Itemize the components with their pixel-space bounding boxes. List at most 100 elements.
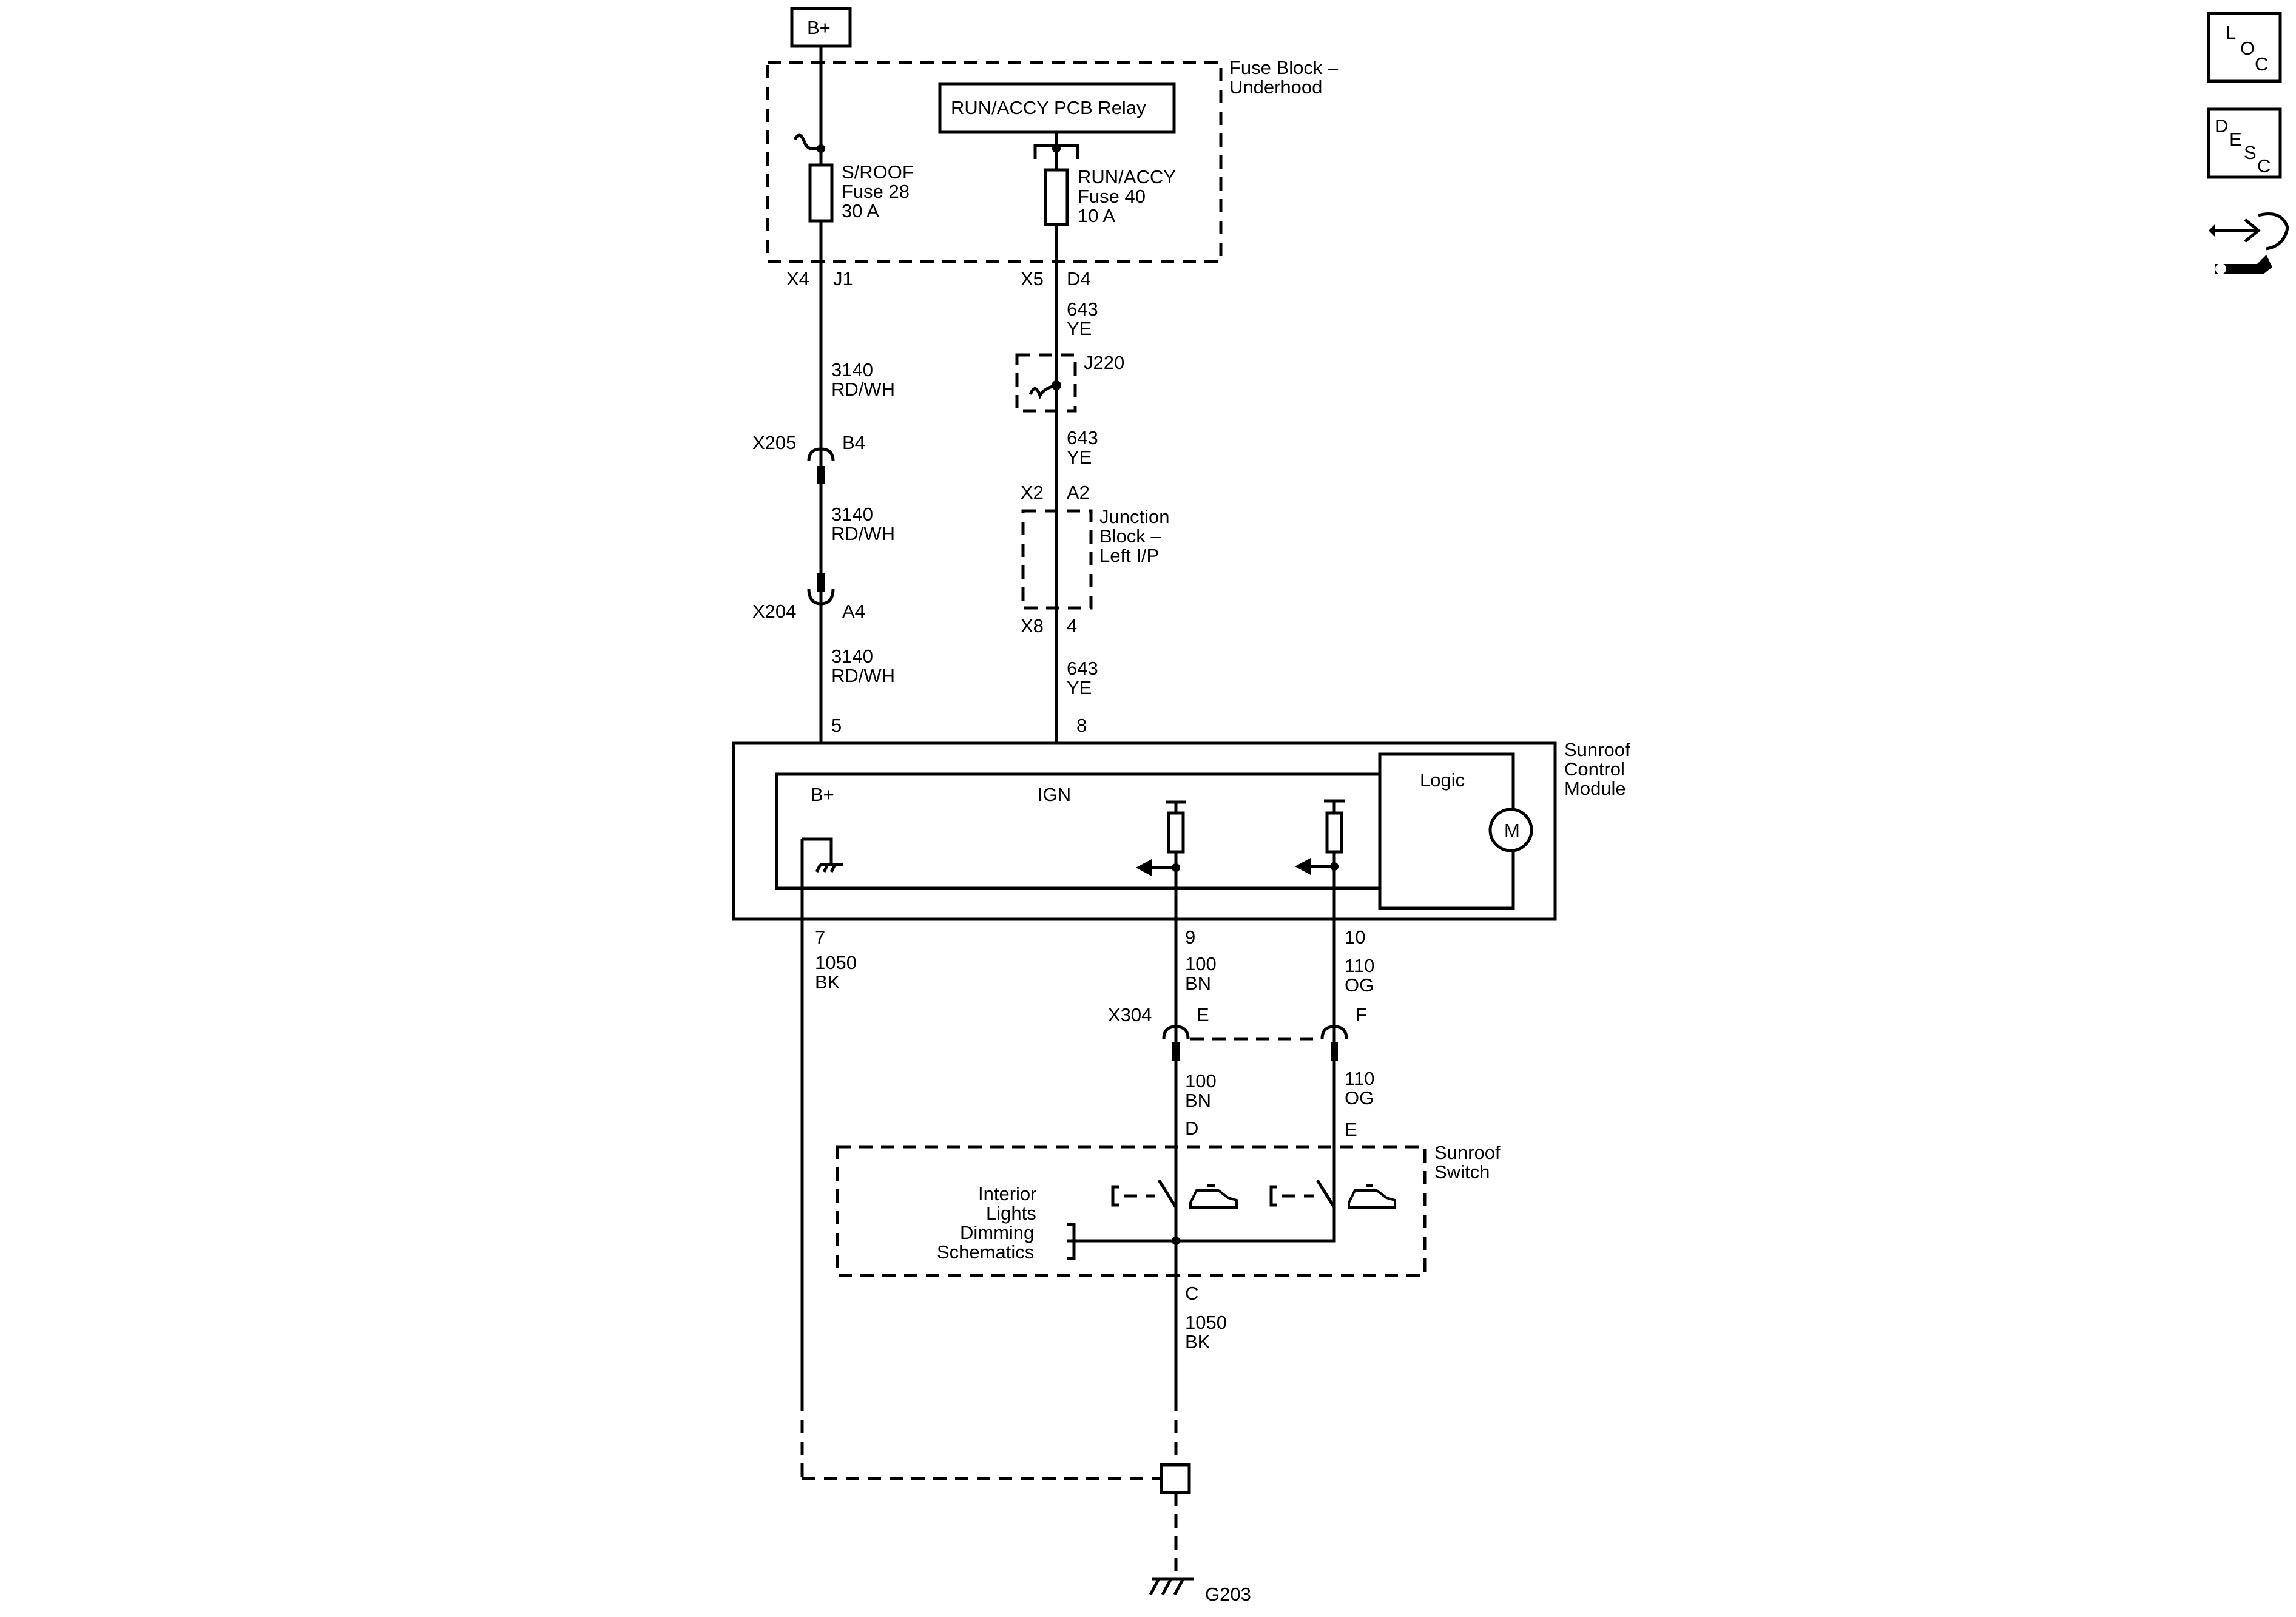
wire-number: 100 [1185, 953, 1217, 974]
wire-color: BK [815, 971, 840, 993]
pin-f: F [1356, 1004, 1367, 1025]
dimming-bracket [1067, 1223, 1076, 1260]
interior-lights-label-2: Lights [986, 1203, 1036, 1224]
fuse-block-label: Fuse Block – [1229, 57, 1339, 78]
connector-x204 [807, 573, 835, 606]
desc-letter-s: S [2244, 142, 2257, 163]
wire-number: 110 [1345, 1068, 1374, 1089]
connector-x304-label: X304 [1108, 1004, 1152, 1025]
wire-color: OG [1345, 974, 1374, 996]
runaccy-fuse-number: Fuse 40 [1078, 186, 1146, 207]
connector-x205 [807, 447, 835, 484]
ground-g203-label: G203 [1205, 1584, 1251, 1605]
switch-contact-close [1269, 1179, 1396, 1209]
fuse-block-label-2: Underhood [1229, 76, 1322, 98]
wire-number: 1050 [1185, 1312, 1227, 1333]
switch-common-bus [1067, 1207, 1336, 1243]
junction-block-label-3: Left I/P [1099, 545, 1159, 566]
pin-8: 8 [1076, 715, 1087, 736]
pin-4: 4 [1067, 615, 1077, 636]
pin-b4: B4 [842, 432, 865, 453]
pin-j1: J1 [833, 268, 853, 289]
loc-letter-o: O [2240, 38, 2255, 59]
wire-number: 3140 [831, 504, 873, 525]
pin-c: C [1185, 1283, 1198, 1304]
wire-color: YE [1067, 318, 1092, 339]
wire-color: BK [1185, 1331, 1210, 1352]
pin-9: 9 [1185, 927, 1195, 948]
sroof-fuse [808, 163, 834, 223]
sunroof-switch-label-2: Switch [1434, 1161, 1490, 1183]
module-label-2: Control [1564, 758, 1625, 780]
sunroof-switch-outline [836, 1145, 1427, 1277]
wire-color: OG [1345, 1087, 1374, 1109]
battery-supply: B+ [790, 7, 852, 48]
pin-10: 10 [1345, 927, 1365, 948]
pin-a4: A4 [842, 601, 865, 622]
fuse-block-outline [766, 61, 1223, 263]
connector-x304 [1162, 1025, 1348, 1061]
pin10-pullup [1295, 799, 1345, 875]
runaccy-fuse-rating: 10 A [1078, 205, 1115, 226]
pin9-pullup [1136, 800, 1186, 876]
wire-color: BN [1185, 973, 1211, 994]
splice-j220 [1015, 353, 1077, 413]
wire-number: 1050 [815, 952, 857, 973]
connector-x4: X4 [786, 268, 809, 289]
wire-number: 3140 [831, 646, 873, 667]
connector-repair-icon[interactable] [2209, 212, 2289, 275]
desc-letter-c: C [2257, 155, 2271, 177]
run-accy-relay: RUN/ACCY PCB Relay [938, 82, 1176, 134]
interior-lights-label: Interior [978, 1183, 1036, 1204]
module-internal-ground [802, 837, 843, 873]
junction-block-label: Junction [1099, 506, 1169, 527]
module-ign-label: IGN [1038, 784, 1071, 805]
switch-contact-open [1111, 1179, 1238, 1209]
sroof-fuse-rating: 30 A [842, 200, 879, 221]
wire-number: 643 [1067, 299, 1098, 320]
pin-5: 5 [831, 715, 842, 736]
wire-number: 643 [1067, 427, 1098, 448]
wire-number: 100 [1185, 1070, 1217, 1092]
relay-label: RUN/ACCY PCB Relay [951, 97, 1146, 118]
loc-letter-c: C [2255, 53, 2268, 75]
desc-letter-e: E [2229, 129, 2242, 150]
logic-label: Logic [1420, 769, 1465, 791]
wire-color: YE [1067, 677, 1092, 698]
pin-e2: E [1345, 1119, 1357, 1140]
runaccy-fuse [1044, 168, 1069, 226]
pin-7: 7 [815, 927, 825, 948]
description-icon[interactable]: D E S C [2207, 107, 2282, 179]
connector-x5: X5 [1021, 268, 1044, 289]
wire-color: RD/WH [831, 665, 895, 686]
connector-x2: X2 [1021, 482, 1044, 503]
connector-x8: X8 [1021, 615, 1044, 636]
module-inner-box [775, 772, 1412, 890]
pin-a2: A2 [1067, 482, 1090, 503]
ground-g203-symbol [1149, 1577, 1194, 1596]
wire-color: YE [1067, 447, 1092, 468]
wire-color: BN [1185, 1090, 1211, 1111]
location-icon[interactable]: L O C [2207, 12, 2282, 83]
junction-block-label-2: Block – [1099, 525, 1161, 547]
wire-color: RD/WH [831, 523, 895, 544]
wire-number: 110 [1345, 955, 1374, 976]
junction-block-outline [1021, 509, 1093, 610]
pin-e: E [1197, 1004, 1209, 1025]
motor-symbol [1488, 808, 1533, 852]
module-bplus-label: B+ [811, 784, 834, 805]
interior-lights-label-3: Dimming [960, 1222, 1034, 1243]
wire-color: RD/WH [831, 379, 895, 400]
sroof-fuse-name: S/ROOF [842, 161, 914, 183]
sroof-fuse-number: Fuse 28 [842, 181, 910, 202]
desc-letter-d: D [2215, 115, 2228, 137]
module-label-3: Module [1564, 778, 1626, 799]
runaccy-fuse-name: RUN/ACCY [1078, 166, 1176, 187]
pin-d4: D4 [1067, 268, 1091, 289]
sunroof-switch-label: Sunroof [1434, 1142, 1501, 1163]
motor-label: M [1504, 820, 1520, 841]
module-label: Sunroof [1564, 739, 1630, 760]
pin-d: D [1185, 1118, 1198, 1139]
loc-letter-l: L [2226, 22, 2236, 43]
interior-lights-label-4: Schematics [937, 1241, 1034, 1263]
